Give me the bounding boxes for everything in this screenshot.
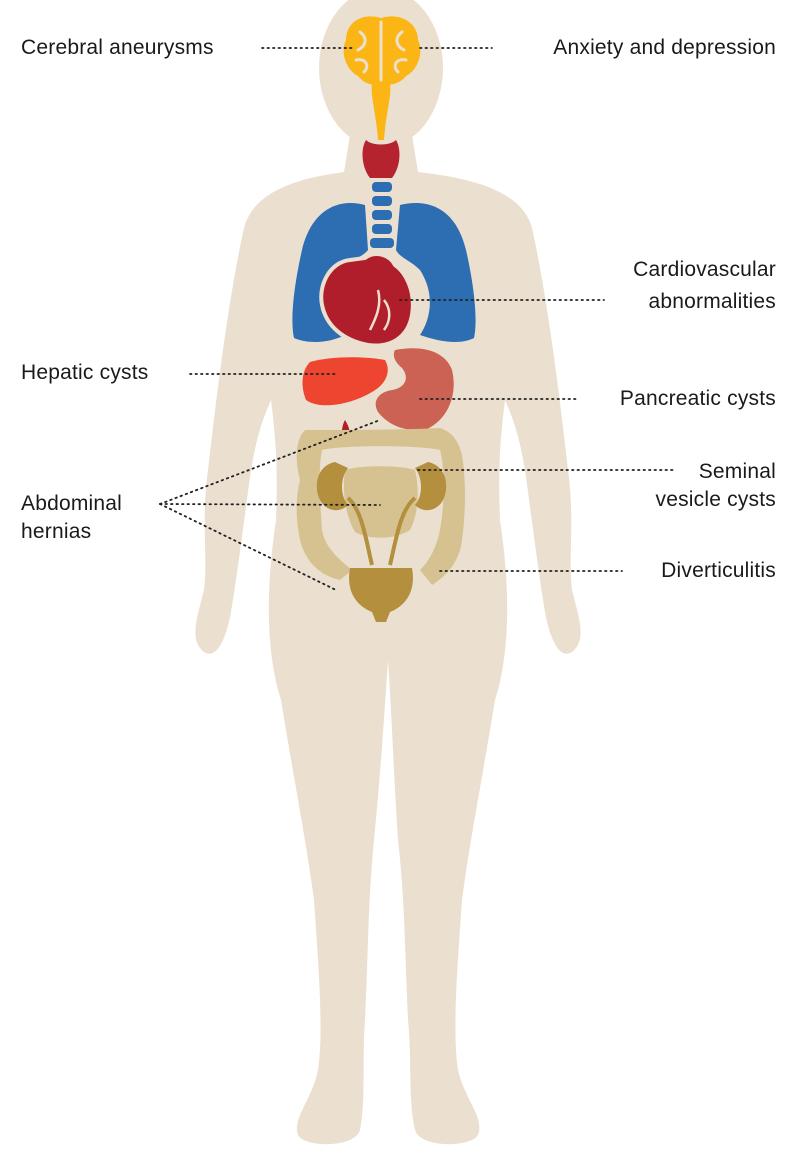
label-seminal-line2: vesicle cysts [656,486,776,514]
label-abdominal-hernias-line1: Abdominal [21,490,122,518]
label-abdominal-hernias-line2: hernias [21,518,122,546]
leader-hernia-2 [160,504,380,505]
label-cerebral-aneurysms: Cerebral aneurysms [21,35,214,61]
label-seminal-line1: Seminal [656,458,776,486]
label-abdominal-hernias: Abdominal hernias [21,490,122,546]
label-seminal-vesicle-cysts: Seminal vesicle cysts [656,458,776,514]
label-anxiety-depression: Anxiety and depression [553,35,776,61]
label-diverticulitis: Diverticulitis [661,558,776,584]
thyroid [363,140,400,178]
label-pancreatic-cysts: Pancreatic cysts [620,386,776,412]
small-intestine [344,466,418,538]
label-hepatic-cysts: Hepatic cysts [21,360,148,386]
label-cardiovascular-line1: Cardiovascular [633,254,776,286]
label-cardiovascular: Cardiovascular abnormalities [633,254,776,318]
label-cardiovascular-line2: abnormalities [633,286,776,318]
